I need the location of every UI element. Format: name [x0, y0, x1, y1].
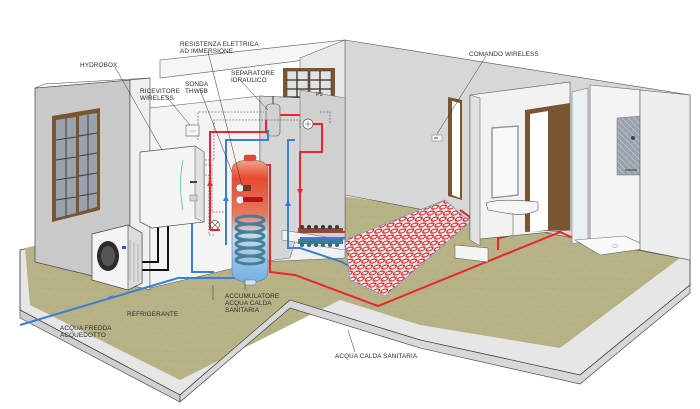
label-wireless-receiver: RICEVITORE WIRELESS — [140, 88, 180, 103]
label-wireless-control: COMANDO WIRELESS — [469, 51, 539, 58]
dhw-tank — [231, 154, 269, 286]
label-probe-thw5b: SONDA THW5B — [185, 81, 209, 96]
label-hydrobox: HYDROBOX — [80, 62, 118, 69]
floor-heating-loops — [344, 199, 471, 297]
label-dhw-tank: ACCUMULATORE ACQUA CALDA SANITARIA — [225, 293, 280, 315]
right-wall — [639, 89, 691, 261]
label-domestic-hot-water: ACQUA CALDA SANITARIA — [335, 353, 418, 360]
side-window — [52, 108, 100, 222]
wireless-receiver — [185, 124, 200, 137]
manifold — [298, 225, 343, 247]
leader-lines — [114, 51, 487, 353]
washbasin — [485, 125, 539, 238]
flow-arrows — [108, 195, 291, 300]
three-way-valve — [210, 220, 220, 230]
living-room-door — [448, 97, 462, 200]
label-refrigerant: REFRIGERANTE — [127, 311, 179, 318]
hydrobox — [139, 145, 205, 229]
pump-p2 — [302, 118, 314, 130]
label-immersion-heater: RESISTENZA ELETTRICA AD IMMERSIONE — [180, 41, 259, 56]
outdoor-unit — [91, 224, 143, 291]
label-pump-p2: P2 — [316, 92, 323, 98]
heating-coil — [234, 214, 266, 266]
label-cold-water-supply: ACQUA FREDDA ACQUEDOTTO — [60, 325, 112, 340]
shower — [571, 84, 652, 256]
wireless-remote-control — [431, 134, 443, 142]
label-hydraulic-separator: SEPARATORE IDRAULICO — [231, 70, 275, 85]
